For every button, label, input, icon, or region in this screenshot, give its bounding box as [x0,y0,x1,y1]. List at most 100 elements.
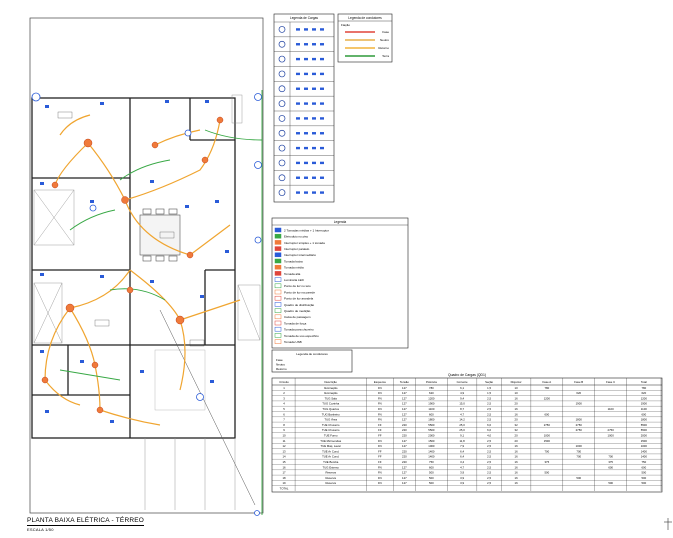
table-cell: 16 [515,444,519,448]
legend-circuit-row [274,36,334,52]
table-cell: 16 [515,481,519,485]
legend-symbol-label: Interruptor paralelo [284,247,310,251]
conductor-mark-icon [312,117,316,120]
table-cell: 620 [429,391,434,395]
drawing-scale: ESCALA 1/50 [27,527,54,532]
legend-symbol-label: Eletroduto no piso [284,235,309,239]
conductor-mark-icon [304,146,308,150]
conductor-mark-icon [304,161,308,165]
legend-panel: Legenda de Cargas Legenda de condutores … [271,13,409,373]
conductor-mark-icon [304,132,308,135]
circuit-symbol-icon [278,189,286,196]
legend-symbol-icon [274,314,282,320]
table-cell: 10 [515,386,519,390]
conductor-mark-icon [304,117,308,120]
legend-circuits-title: Legenda de Cargas [290,16,318,20]
building-walls [31,97,236,439]
table-cell: 500 [641,481,646,485]
table-cell: 1000 [544,434,551,438]
table-cell: 600 [608,465,613,469]
table-cell: 9,4 [460,396,464,400]
conductor-mark-icon [320,72,324,76]
legend-symbol-row: Eletroduto no piso [274,233,309,239]
table-cell: 2,5 [487,396,491,400]
table-cell: 6,0 [487,423,491,427]
conductor-mark-icon [312,57,316,61]
conductor-mark-icon [296,43,300,46]
table-cell: 600 [641,465,646,469]
table-cell: 127 [402,471,407,475]
conductor-mark-icon [320,87,324,90]
table-cell: 600 [544,412,549,416]
conductor-mark-icon [304,176,308,179]
conductor-mark-icon [312,146,316,150]
table-cell: 32 [515,423,519,427]
legend-symbol-row: Ponto de luz no teto [274,283,311,288]
legend-symbol-icon [274,258,282,264]
table-cell: 6 [283,412,285,416]
legend-symbol-icon [274,252,282,258]
table-cell: 20 [515,439,519,443]
table-cell: 2,5 [487,402,491,406]
legend-symbol-label: Tomada para chuveiro [284,328,314,332]
table-cell: 750 [641,460,646,464]
table-header-cell: Circuito [279,380,289,384]
table-cell: 3,4 [460,460,464,464]
table-header-cell: Corrente [457,380,468,384]
table-cell: FN [378,396,382,400]
table-cell: FF [378,434,382,438]
table-cell: TUG Cozinha [322,402,339,406]
circuit-tags [57,111,205,347]
table-cell: 1200 [544,396,551,400]
table-cell: 1900 [576,402,583,406]
table-cell: 20 [515,402,519,406]
conductor-mark-icon [296,72,300,76]
outlet-devices [40,100,229,423]
table-cell: FN [378,418,382,422]
legend-circuit-rows [274,21,334,200]
table-cell: FN [378,476,382,480]
legend-symbol-rows: 2 Tomadas médias + 1 InterruptorEletrodu… [274,227,329,344]
ground-runs [59,90,263,515]
lot-boundary [29,17,264,514]
table-cell: 127 [402,412,407,416]
table-cell: 16 [515,455,519,459]
legend-symbol-icon [274,240,282,245]
table-cell: 9,1 [460,434,464,438]
legend-symbol-row: Tomada para chuveiro [274,326,314,332]
conductor-mark-icon [320,102,324,105]
load-table-title: Quadro de Cargas (QD1) [448,373,486,377]
table-cell: 2,5 [487,455,491,459]
circuit-symbol-icon [278,70,286,78]
circuit-symbol-icon [278,100,286,107]
legend-symbol-icon [274,277,282,282]
table-cell: 220 [402,449,407,453]
conductor-mark-icon [304,57,308,61]
table-cell: 5 [283,407,285,411]
drawing-title: PLANTA BAIXA ELÉTRICA - TÉRREO [27,517,145,526]
table-cell: FN [378,439,382,443]
table-cell: 1400 [428,449,435,453]
table-header-cell: Disjuntor [511,380,522,384]
table-cell: 2,5 [487,460,491,464]
table-cell: 127 [402,465,407,469]
legend-circuits: Legenda de Cargas [273,13,335,203]
conductor-mark-icon [320,43,324,46]
table-cell: 620 [576,391,581,395]
legend-symbol-label: Tomada baixa [284,259,303,263]
conductor-label: Retorno [378,46,389,50]
table-header-cell: Descrição [324,380,337,384]
garage-area [144,309,256,510]
table-cell: 3 [283,396,285,400]
legend-symbol-label: Interruptor simples + 1 tomada [284,241,325,245]
legend-symbol-row: Quadro de distribuição [274,302,315,307]
table-cell: 12 [282,444,286,448]
table-cell: 16 [515,465,519,469]
table-cell: 2,5 [487,476,491,480]
table-cell: 1400 [641,449,648,453]
table-cell: 1000 [428,444,435,448]
